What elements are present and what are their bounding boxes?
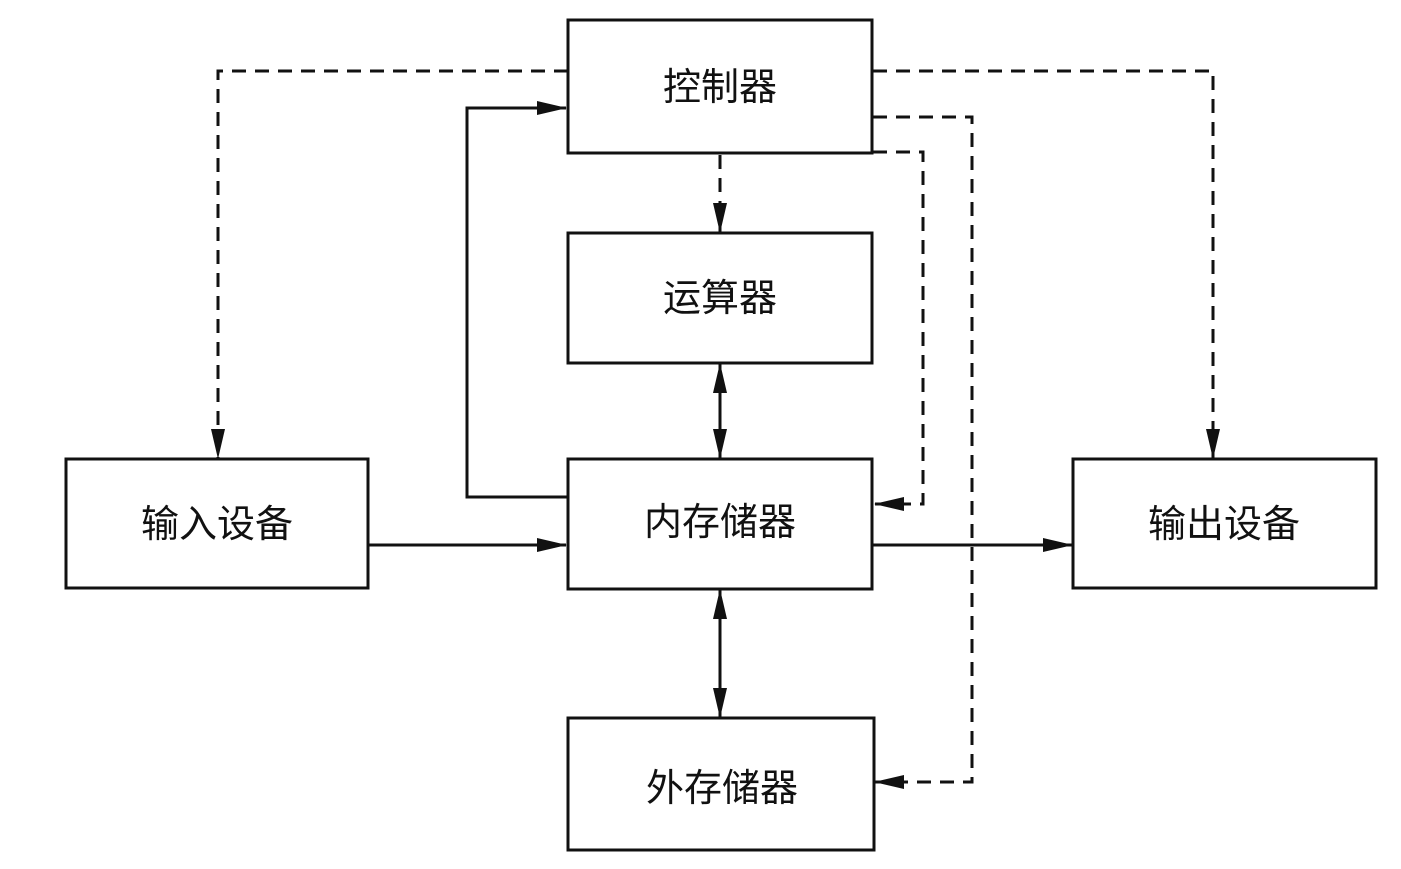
edge-controller-to-output — [873, 69, 1220, 459]
edge-controller-to-input — [211, 69, 568, 459]
node-alu: 运算器 — [566, 231, 874, 365]
node-output-label: 输出设备 — [1148, 502, 1300, 546]
edge-controller-to-storage — [873, 115, 974, 789]
node-input-label: 输入设备 — [141, 502, 293, 546]
node-storage: 外存储器 — [566, 716, 876, 852]
edge-memory-to-controller — [465, 101, 568, 499]
edge-controller-to-memory — [873, 150, 925, 511]
node-controller-label: 控制器 — [663, 65, 777, 109]
node-storage-label: 外存储器 — [646, 766, 798, 810]
node-memory: 内存储器 — [566, 457, 874, 591]
node-memory-label: 内存储器 — [644, 500, 796, 544]
node-input: 输入设备 — [64, 457, 370, 590]
node-controller: 控制器 — [566, 18, 874, 155]
node-alu-label: 运算器 — [663, 276, 777, 320]
node-output: 输出设备 — [1071, 457, 1378, 590]
